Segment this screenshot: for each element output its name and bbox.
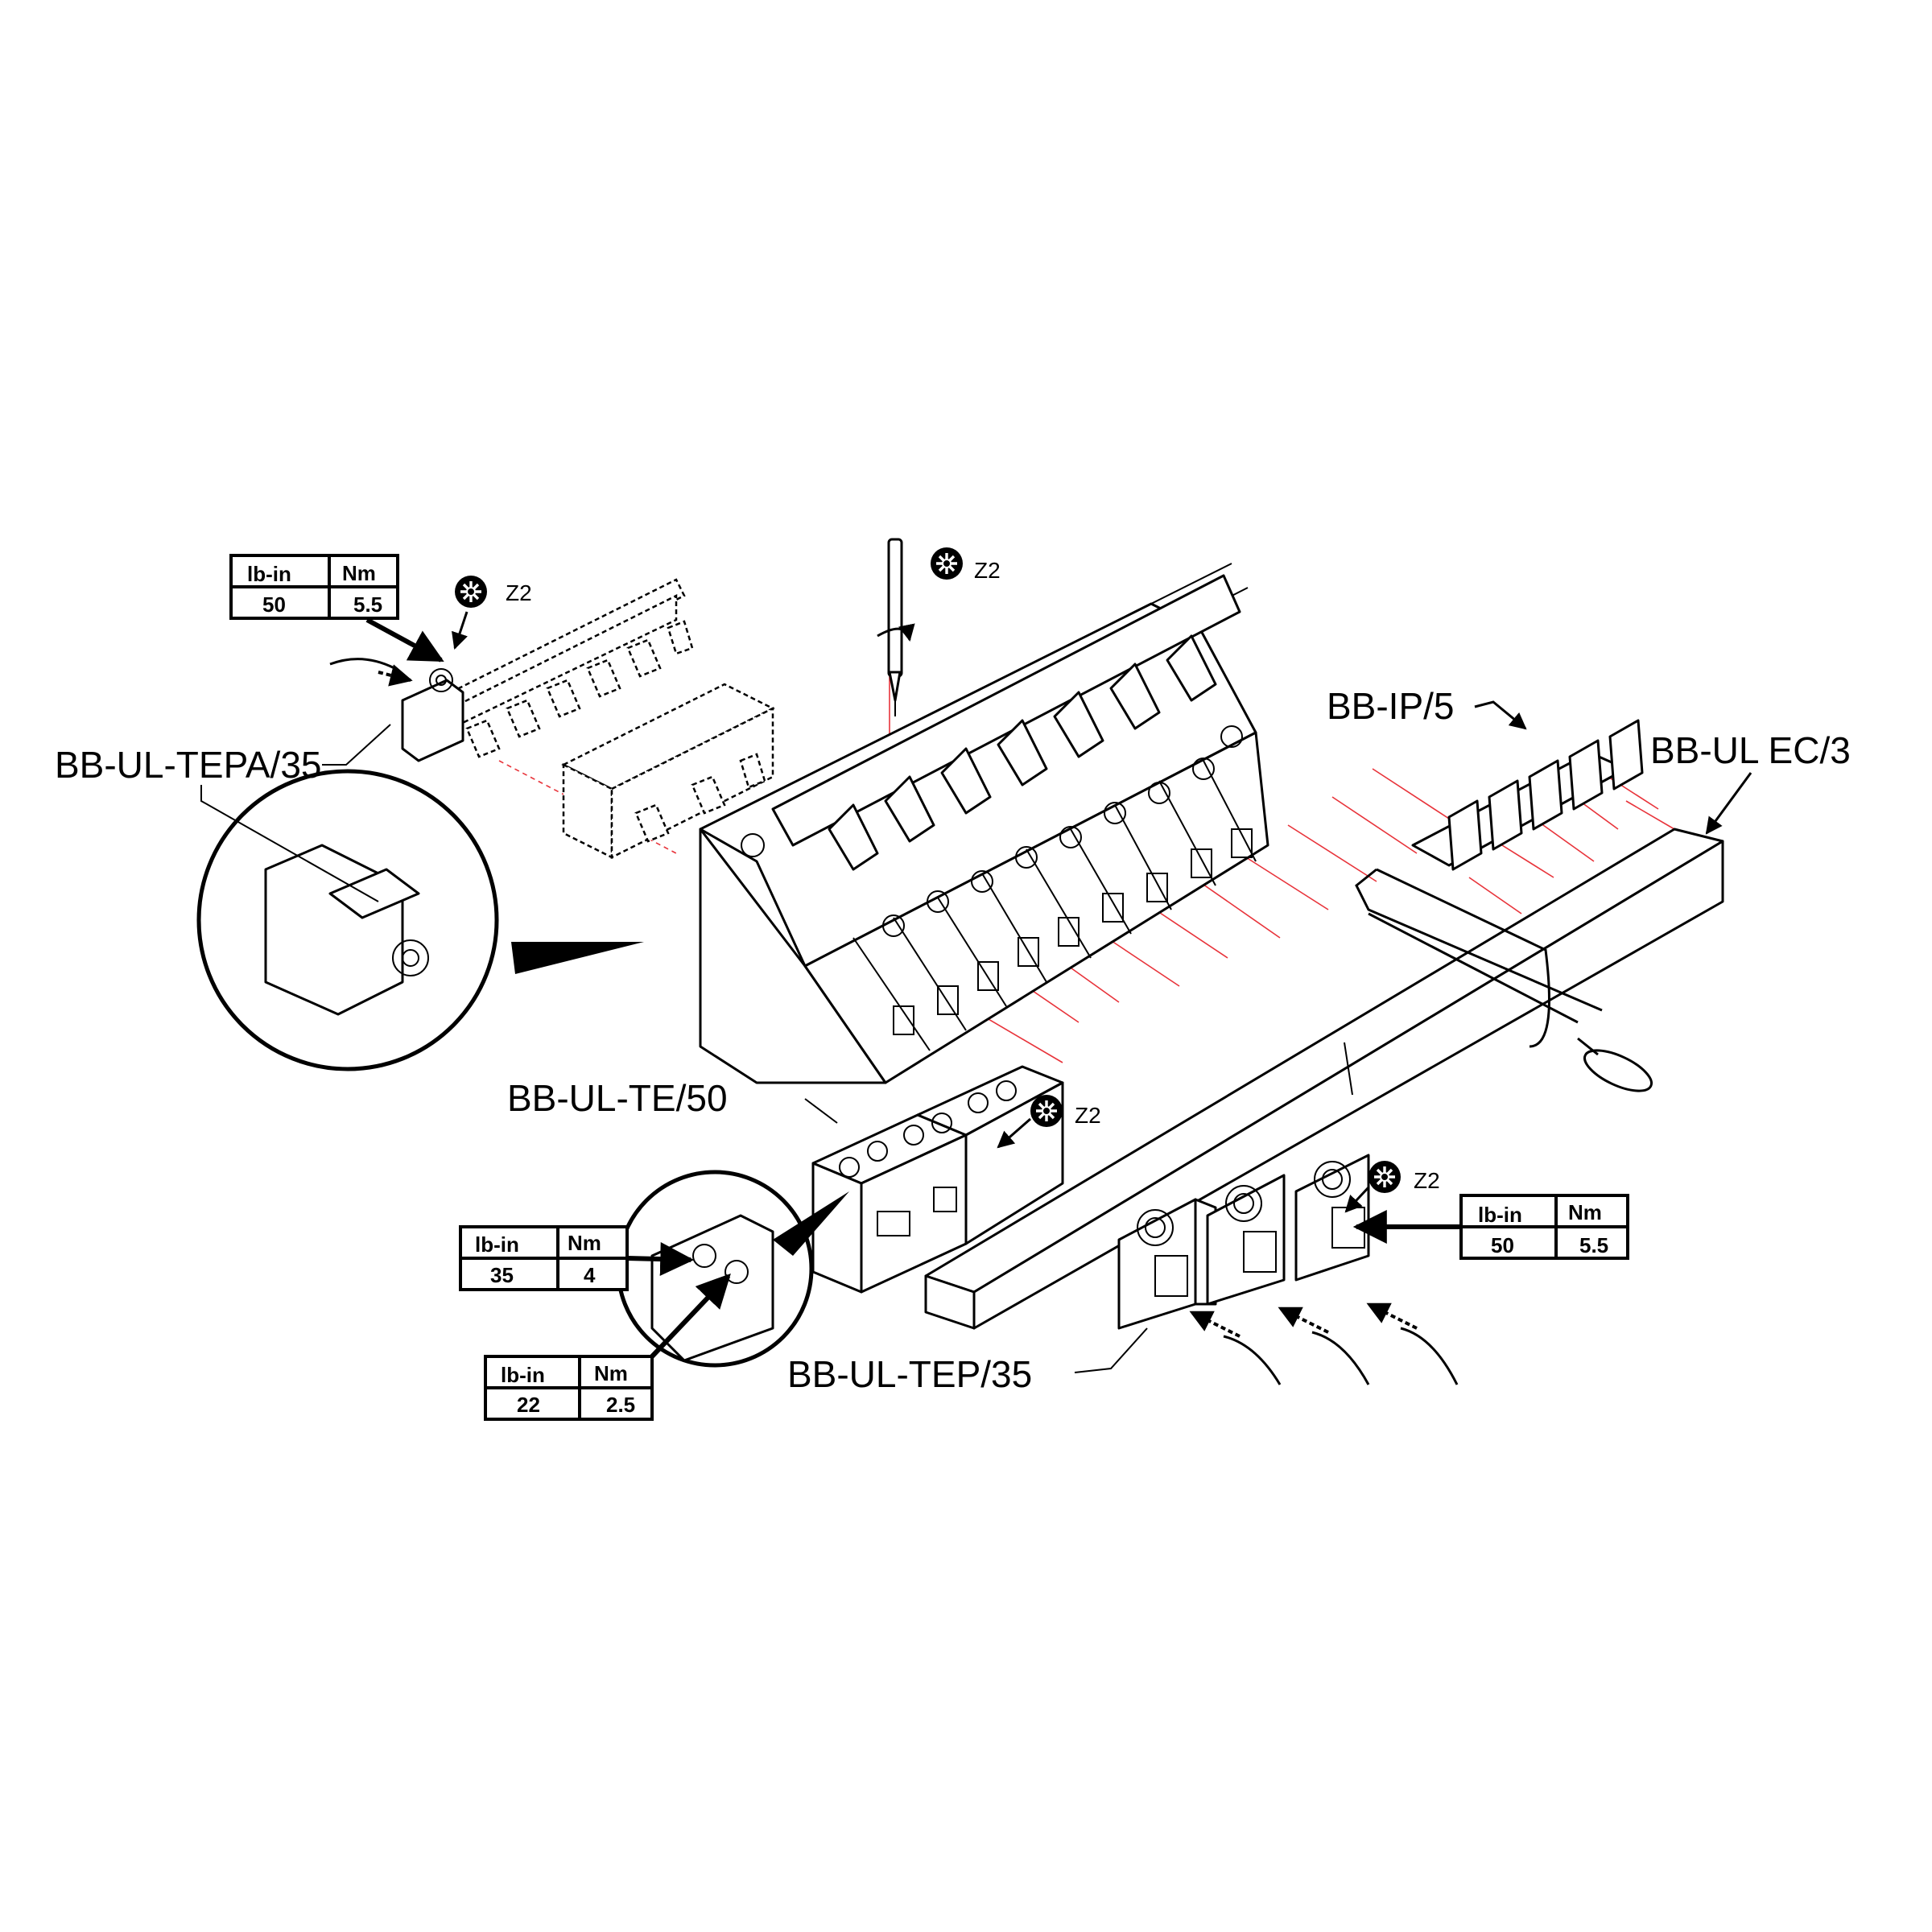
tepa-terminal — [401, 668, 464, 762]
torque-value-imperial: 22 — [517, 1393, 540, 1417]
circuit-breaker-row — [699, 563, 1269, 1084]
tep-terminals — [1117, 1154, 1370, 1330]
z2-symbol-te: Z2 — [997, 1093, 1101, 1149]
te-terminals — [811, 1065, 1064, 1294]
torque-value-imperial: 50 — [262, 592, 286, 617]
torque-unit-imperial: lb-in — [475, 1232, 519, 1257]
busbar-comb — [449, 578, 694, 758]
torque-value-metric: 4 — [584, 1263, 596, 1287]
hacksaw-icon — [1355, 868, 1653, 1092]
torque-unit-imperial: lb-in — [501, 1363, 545, 1387]
torque-table: lb-in Nm 50 5.5 — [229, 554, 444, 663]
callout-ec: BB-UL EC/3 — [1650, 729, 1851, 835]
torque-value-imperial: 50 — [1491, 1233, 1514, 1257]
svg-text:Z2: Z2 — [974, 558, 1001, 583]
torque-value-metric: 5.5 — [353, 592, 382, 617]
torque-value-imperial: 35 — [490, 1263, 514, 1287]
torque-table: lb-in Nm 22 2.5 — [484, 1273, 731, 1421]
torque-table: lb-in Nm 35 4 — [459, 1225, 695, 1291]
torque-unit-metric: Nm — [1568, 1200, 1602, 1224]
callout-label-tep: BB-UL-TEP/35 — [787, 1353, 1032, 1395]
svg-text:Z2: Z2 — [1414, 1168, 1440, 1193]
z2-symbol-tep: Z2 — [1344, 1159, 1440, 1213]
z2-symbol-tepa: Z2 — [452, 574, 532, 650]
callout-tep: BB-UL-TEP/35 — [787, 1327, 1148, 1395]
callout-label-tepa: BB-UL-TEPA/35 — [55, 744, 321, 786]
callout-label-ec: BB-UL EC/3 — [1650, 729, 1851, 771]
tep-wire-arrows — [1189, 1302, 1459, 1385]
pozidriv-z2-icon — [1029, 1093, 1064, 1129]
z2-symbol-screwdriver: Z2 — [929, 546, 1001, 583]
torque-unit-imperial: lb-in — [1478, 1203, 1522, 1227]
torque-unit-metric: Nm — [568, 1231, 601, 1255]
svg-text:Z2: Z2 — [506, 580, 532, 605]
torque-value-metric: 5.5 — [1579, 1233, 1608, 1257]
torque-unit-metric: Nm — [594, 1361, 628, 1385]
torque-table: lb-in Nm 50 5.5 — [1352, 1194, 1629, 1260]
tepa-wire-arrow — [329, 658, 413, 687]
callout-tepa: BB-UL-TEPA/35 — [55, 724, 391, 902]
torque-unit-metric: Nm — [342, 561, 376, 585]
pozidriv-z2-icon — [1367, 1159, 1402, 1195]
screwdriver-icon — [877, 538, 915, 702]
busbar-end-cap — [561, 683, 775, 860]
busbar-main — [924, 828, 1724, 1330]
finger-protection-ip5 — [1411, 719, 1644, 871]
pozidriv-z2-icon — [453, 574, 489, 609]
svg-text:Z2: Z2 — [1075, 1103, 1101, 1128]
torque-value-metric: 2.5 — [606, 1393, 635, 1417]
pozidriv-z2-icon — [929, 546, 964, 581]
torque-unit-imperial: lb-in — [247, 562, 291, 586]
callout-label-ip: BB-IP/5 — [1327, 685, 1455, 727]
callout-ip: BB-IP/5 — [1327, 685, 1527, 730]
callout-label-te: BB-UL-TE/50 — [507, 1077, 728, 1119]
callout-te: BB-UL-TE/50 — [507, 1077, 838, 1124]
detail-circle-tepa — [196, 769, 644, 1071]
